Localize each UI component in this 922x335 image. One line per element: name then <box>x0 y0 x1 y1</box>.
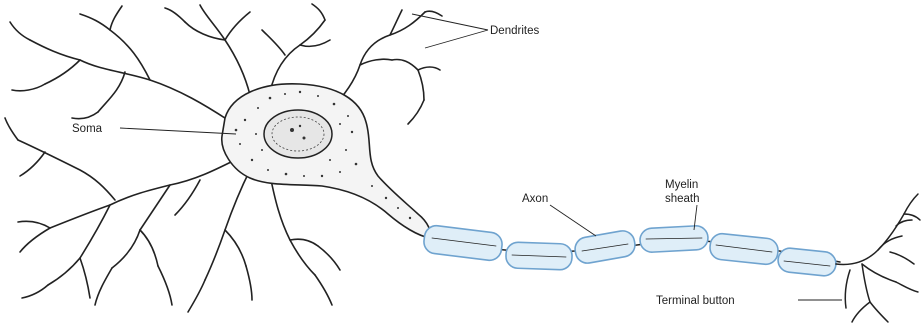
dendrites <box>10 4 442 124</box>
axon <box>423 224 840 277</box>
label-myelin-line2: sheath <box>665 193 700 205</box>
label-axon: Axon <box>522 193 548 205</box>
label-soma: Soma <box>72 123 103 135</box>
soma-body <box>222 84 431 238</box>
soma <box>222 84 431 238</box>
label-dendrites: Dendrites <box>490 25 539 37</box>
label-terminal-button: Terminal button <box>656 295 735 307</box>
label-myelin-line1: Myelin <box>665 179 698 191</box>
terminal-branches <box>836 194 920 322</box>
myelin-sheath <box>423 224 838 277</box>
